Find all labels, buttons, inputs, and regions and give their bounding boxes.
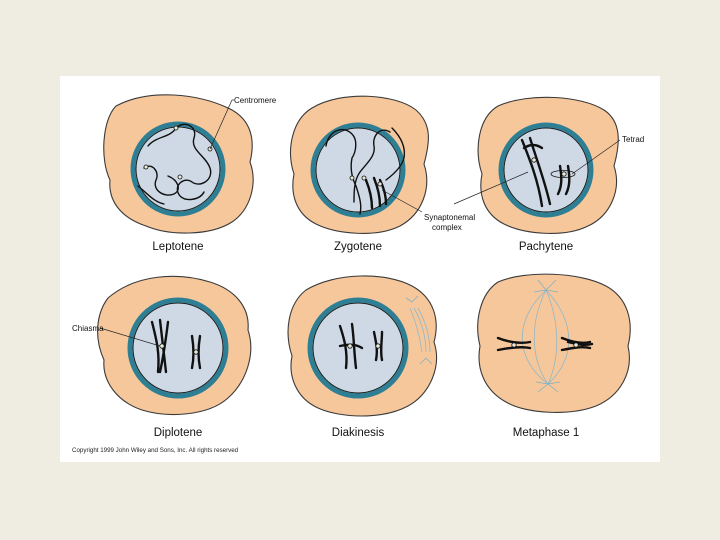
bivalent <box>522 143 544 150</box>
bivalent <box>158 320 170 374</box>
bivalent <box>560 336 592 344</box>
centromere-marker <box>573 342 579 348</box>
bivalent <box>520 138 544 208</box>
bivalent <box>564 164 571 196</box>
bivalent <box>379 330 384 362</box>
centromere-marker <box>347 343 353 349</box>
stage-label-diakinesis: Diakinesis <box>332 427 385 439</box>
callout-centromere: Centromere <box>234 96 277 105</box>
centromere-marker <box>349 175 355 181</box>
chromosome-thread <box>353 129 391 203</box>
centromere-marker <box>173 125 179 131</box>
cell-leptotene <box>103 94 254 234</box>
stage-label-leptotene: Leptotene <box>152 241 203 253</box>
chromosome-thread <box>137 185 165 205</box>
nucleus-leptotene <box>130 121 226 217</box>
bivalent <box>556 164 563 196</box>
cell-pachytene <box>453 96 621 234</box>
callout-synaptonemal-line1: Synaptonemal <box>424 213 475 222</box>
nucleus-zygotene <box>310 122 406 218</box>
nucleus-diplotene <box>127 297 229 399</box>
callout-chiasma: Chiasma <box>72 324 104 333</box>
centromere-marker <box>143 164 149 170</box>
cell-diplotene <box>97 275 252 415</box>
bivalent <box>566 340 594 347</box>
bivalent <box>496 336 532 344</box>
bivalent <box>528 136 552 206</box>
cell-diakinesis <box>287 275 438 417</box>
cell-metaphase-1 <box>477 273 631 413</box>
chiasma-marker <box>159 343 165 349</box>
stage-label-pachytene: Pachytene <box>519 241 573 253</box>
centromere-marker <box>531 157 537 163</box>
bivalent <box>190 334 195 370</box>
centromere-marker <box>177 174 183 180</box>
chiasma-marker <box>193 349 199 355</box>
forming-spindle <box>405 295 433 365</box>
meiosis-diagram: Leptotene Zygotene Pachytene Diplotene D… <box>72 94 644 454</box>
bivalent <box>197 334 202 370</box>
centromere-marker <box>377 181 383 187</box>
cytoplasm-metaphase <box>477 273 631 413</box>
copyright-notice: Copyright 1999 John Wiley and Sons, Inc.… <box>72 447 239 454</box>
centromere-marker <box>511 342 517 348</box>
figure-panel: Leptotene Zygotene Pachytene Diplotene D… <box>60 76 660 462</box>
synapsed-pair <box>372 176 382 208</box>
nucleus-diakinesis <box>307 297 409 399</box>
stage-label-diplotene: Diplotene <box>154 427 203 439</box>
stage-label-zygotene: Zygotene <box>334 241 382 253</box>
callout-tetrad: Tetrad <box>622 135 644 144</box>
callout-synaptonemal-line2: complex <box>432 223 462 232</box>
centromere-marker <box>375 343 381 349</box>
chromosome-thread <box>385 127 406 181</box>
cell-zygotene <box>290 95 429 234</box>
chromosome-thread <box>143 165 179 196</box>
centromere-marker <box>361 175 367 181</box>
synapsed-pair <box>364 178 374 210</box>
centromere-marker <box>561 171 567 177</box>
bivalent <box>560 345 592 352</box>
chromosome-thread <box>325 128 362 215</box>
stage-label-metaphase-1: Metaphase 1 <box>513 427 580 439</box>
